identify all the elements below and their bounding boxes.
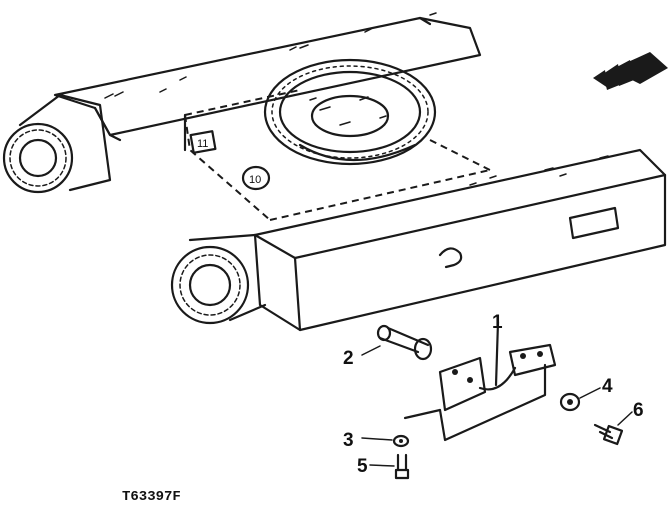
boss-plate-10: 10 xyxy=(241,165,271,191)
part-3-washer xyxy=(361,434,410,448)
lower-idler-sprocket xyxy=(170,233,267,325)
swing-bearing-ring-gear xyxy=(263,58,437,166)
svg-text:11: 11 xyxy=(197,138,208,150)
lower-track-frame xyxy=(170,148,667,332)
callout-3: 3 xyxy=(343,430,354,451)
callout-6: 6 xyxy=(633,400,644,421)
svg-text:10: 10 xyxy=(249,174,261,186)
callout-4: 4 xyxy=(602,376,613,397)
boss-plate-11: 11 xyxy=(189,130,217,154)
part-2-pin xyxy=(361,324,433,361)
part-1-guard-bracket xyxy=(403,320,557,442)
callout-5: 5 xyxy=(357,456,368,477)
part-4-nut xyxy=(559,387,601,412)
part-5-bolt xyxy=(369,453,410,480)
upper-track-frame xyxy=(2,12,482,194)
front-direction-arrow xyxy=(593,52,668,90)
callout-2: 2 xyxy=(343,348,354,369)
figure-id: T63397F xyxy=(122,489,181,505)
center-frame: 11 10 xyxy=(183,89,491,221)
callout-1: 1 xyxy=(492,312,503,333)
upper-idler-sprocket xyxy=(2,93,112,194)
part-6-cap-screw xyxy=(593,411,633,446)
